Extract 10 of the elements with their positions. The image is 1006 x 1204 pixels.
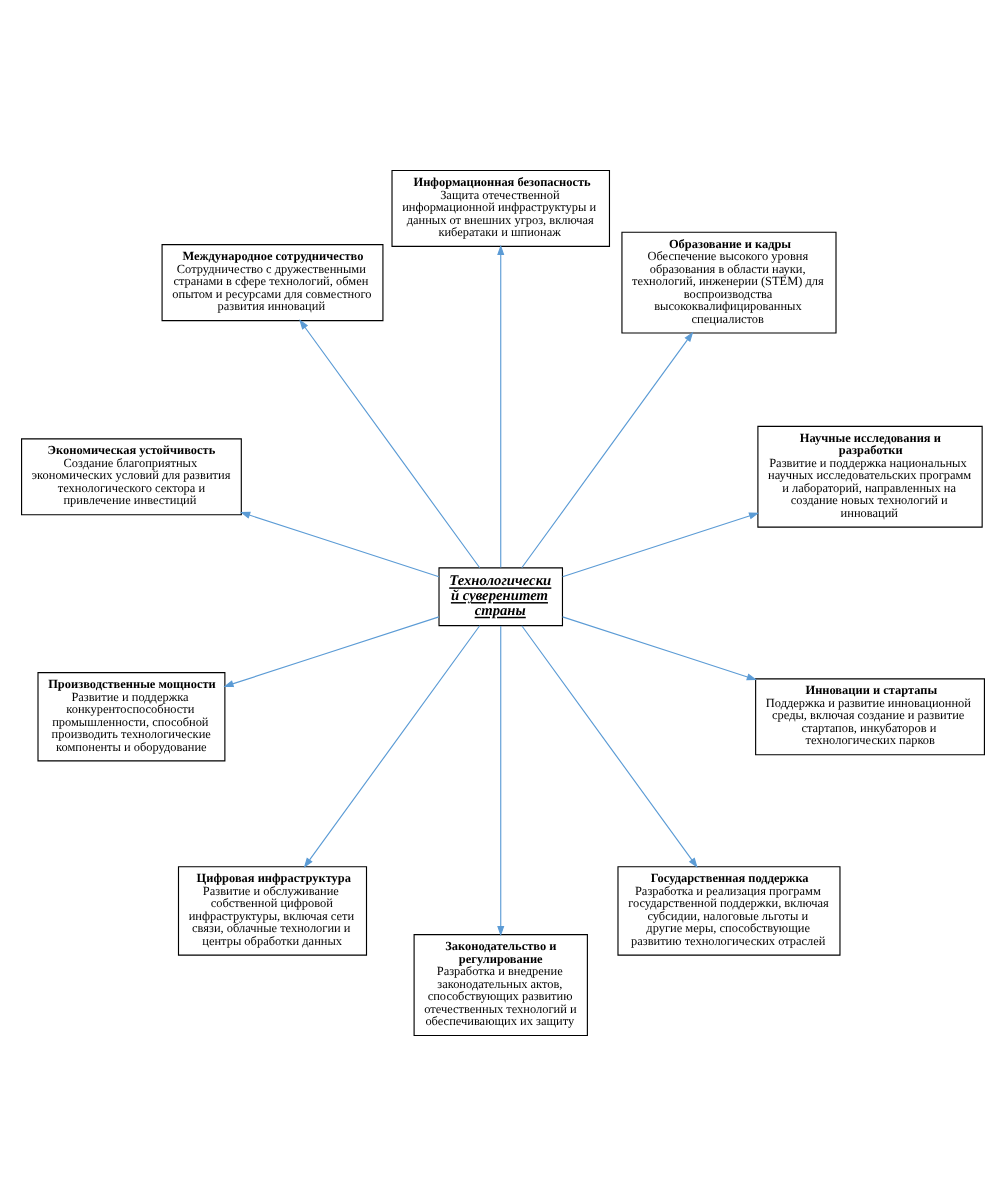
- arrow: [240, 510, 440, 577]
- arrow: [497, 624, 505, 936]
- arrow: [223, 615, 440, 687]
- arrow: [299, 318, 481, 568]
- arrow: [562, 615, 757, 680]
- arrow: [497, 243, 505, 568]
- arrow: [562, 511, 760, 577]
- arrow: [521, 330, 694, 568]
- arrow: [303, 624, 481, 867]
- arrow: [521, 624, 698, 867]
